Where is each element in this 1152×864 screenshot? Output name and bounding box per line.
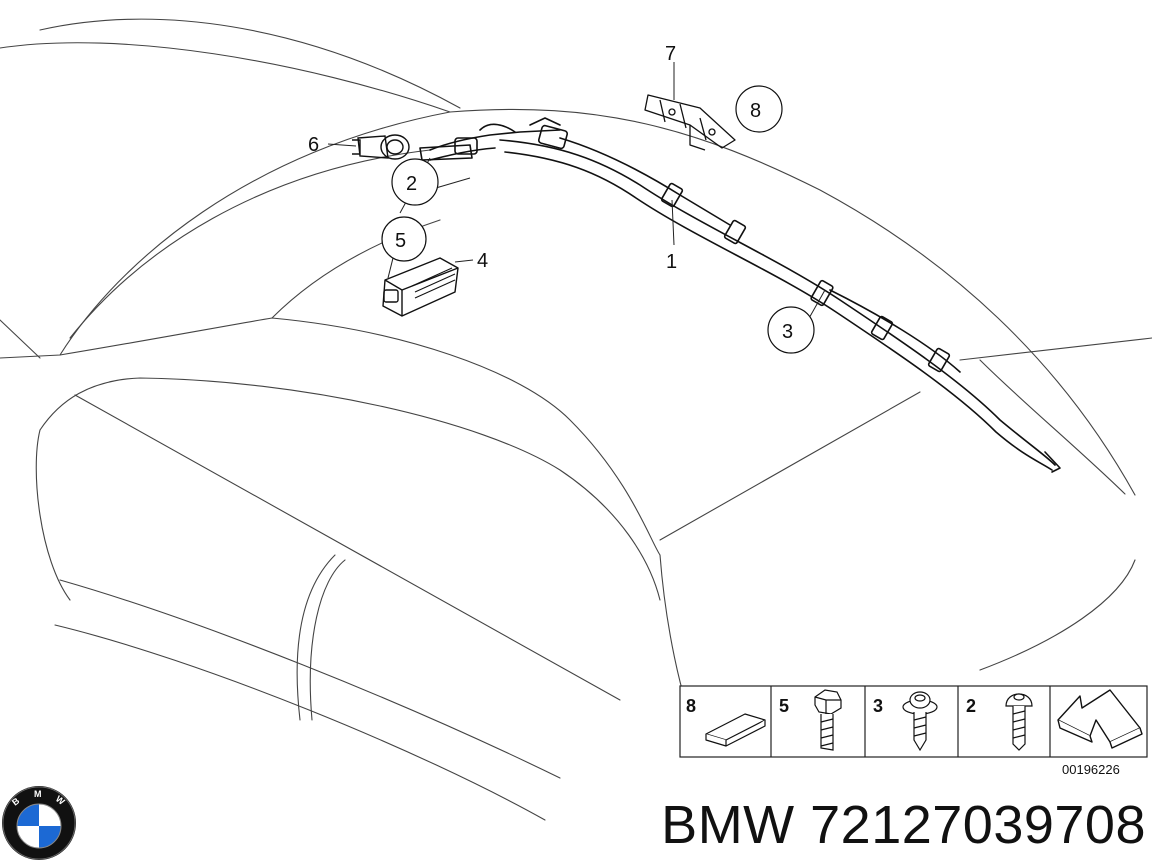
bmw-logo: B M W: [2, 786, 76, 860]
callouts: 1 2 3 4 5 6 7 8: [308, 43, 815, 354]
svg-text:2: 2: [406, 173, 417, 195]
svg-text:5: 5: [395, 230, 406, 252]
curtain-airbag: [419, 117, 1061, 473]
callout-4: 4: [477, 250, 488, 272]
parts-box: 8 5 3: [679, 685, 1148, 777]
parts-cell-pad: 8: [686, 696, 766, 747]
svg-text:8: 8: [750, 100, 761, 122]
callout-3: 3: [767, 306, 815, 354]
svg-text:3: 3: [782, 321, 793, 343]
callout-7: 7: [665, 43, 676, 65]
svg-text:5: 5: [779, 696, 789, 716]
callout-1: 1: [666, 251, 677, 273]
svg-text:2: 2: [966, 696, 976, 716]
svg-text:7: 7: [665, 43, 676, 65]
svg-text:3: 3: [873, 696, 883, 716]
parts-cell-hex-bolt: 5: [779, 689, 842, 751]
svg-text:M: M: [34, 789, 42, 799]
svg-text:6: 6: [308, 134, 319, 156]
torx-screw-icon: [1005, 693, 1033, 751]
pad-icon: [705, 713, 766, 747]
svg-text:4: 4: [477, 250, 488, 272]
callout-8: 8: [735, 85, 783, 133]
hex-bolt-icon: [814, 689, 842, 751]
flange-screw-icon: [902, 691, 938, 752]
parts-cell-flange-screw: 3: [873, 691, 938, 752]
bracket-part-7: [644, 94, 736, 151]
parts-cell-torx-screw: 2: [966, 693, 1033, 751]
reference-number: 00196226: [1062, 762, 1120, 777]
svg-text:B: B: [10, 795, 22, 807]
part-number-caption: BMW 72127039708: [661, 795, 1146, 855]
connector-part-6: [352, 134, 410, 160]
callout-2: 2: [391, 158, 439, 206]
svg-text:1: 1: [666, 251, 677, 273]
direction-arrow-icon: [1057, 689, 1143, 749]
car-body-outline: [0, 18, 1152, 821]
callout-5: 5: [381, 216, 427, 262]
svg-text:8: 8: [686, 696, 696, 716]
callout-6: 6: [308, 134, 319, 156]
sensor-part-4: [382, 257, 459, 317]
